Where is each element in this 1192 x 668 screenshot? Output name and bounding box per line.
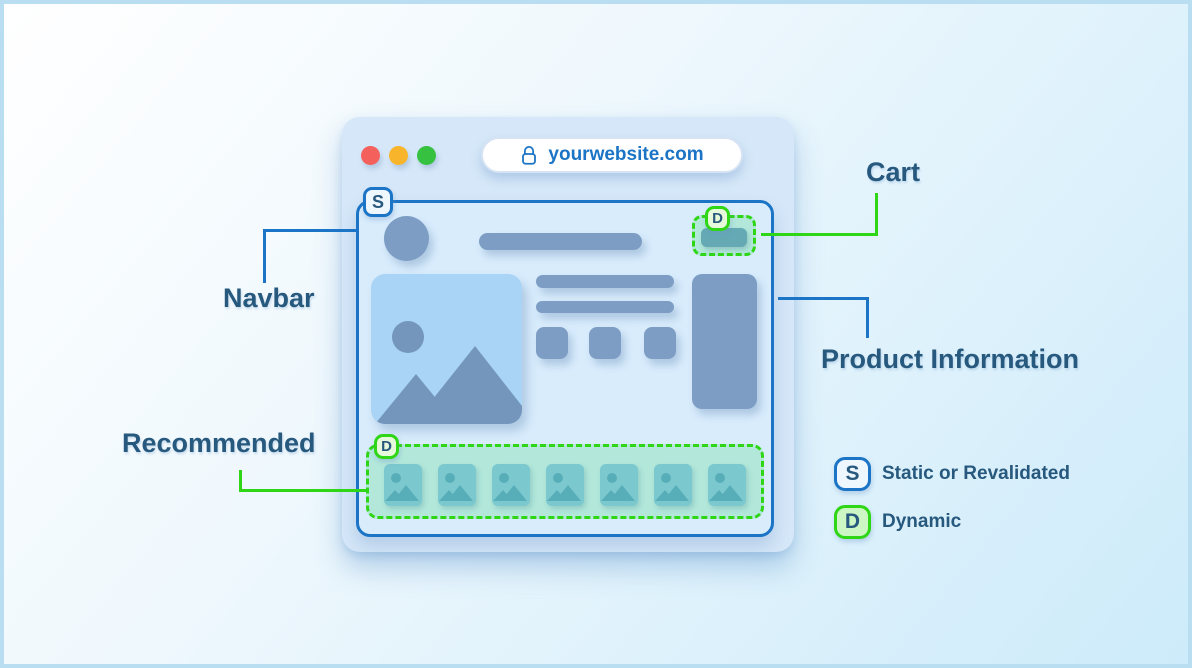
thumbnail-placeholder [536, 327, 568, 359]
dynamic-legend-badge: D [834, 505, 871, 539]
image-placeholder-icon [493, 473, 527, 501]
product-information-callout-label: Product Information [821, 344, 1079, 374]
navbar-placeholder [479, 233, 642, 250]
minimize-window-icon [389, 146, 408, 165]
cart-connector-line [761, 233, 878, 236]
text-line-placeholder [536, 301, 674, 313]
recommended-item-placeholder [384, 464, 422, 506]
cart-button-placeholder [701, 228, 747, 247]
recommended-callout-label: Recommended [122, 428, 316, 458]
static-region-badge: S [363, 187, 393, 217]
thumbnail-placeholder [589, 327, 621, 359]
recommended-item-placeholder [492, 464, 530, 506]
navbar-connector-line [263, 229, 266, 283]
product-info-connector-line [866, 297, 869, 338]
static-legend-badge: S [834, 457, 871, 491]
recommended-dynamic-badge: D [374, 434, 399, 459]
cart-callout-label: Cart [866, 157, 921, 187]
recommended-item-placeholder [600, 464, 638, 506]
recommended-item-placeholder [438, 464, 476, 506]
image-placeholder-icon [655, 473, 689, 501]
product-info-connector-line [778, 297, 869, 300]
recommended-item-placeholder [708, 464, 746, 506]
product-image-placeholder [371, 274, 522, 424]
browser-window: yourwebsite.com D [342, 117, 794, 552]
lock-icon [520, 145, 538, 166]
legend: S Static or Revalidated D Dynamic [834, 457, 1070, 553]
navbar-connector-line [263, 229, 356, 232]
recommended-connector-line [239, 470, 242, 492]
text-line-placeholder [536, 275, 674, 288]
thumbnail-placeholder [644, 327, 676, 359]
cart-dynamic-badge: D [705, 206, 730, 231]
dynamic-legend-label: Dynamic [882, 511, 962, 532]
recommended-item-placeholder [546, 464, 584, 506]
maximize-window-icon [417, 146, 436, 165]
address-bar: yourwebsite.com [481, 137, 743, 173]
static-page-region: D [356, 200, 774, 537]
cart-connector-line [875, 193, 878, 236]
image-placeholder-icon [601, 473, 635, 501]
close-window-icon [361, 146, 380, 165]
static-legend-label: Static or Revalidated [882, 463, 1070, 484]
window-controls [361, 146, 436, 165]
image-placeholder-icon [385, 473, 419, 501]
image-placeholder-icon [547, 473, 581, 501]
avatar [384, 216, 429, 261]
image-placeholder-icon [439, 473, 473, 501]
legend-item-static: S Static or Revalidated [834, 457, 1070, 491]
url-text: yourwebsite.com [548, 144, 704, 165]
recommended-connector-line [239, 489, 369, 492]
recommended-dynamic-region [366, 444, 764, 519]
recommended-item-placeholder [654, 464, 692, 506]
legend-item-dynamic: D Dynamic [834, 505, 1070, 539]
image-placeholder-icon [375, 321, 522, 424]
image-placeholder-icon [709, 473, 743, 501]
navbar-callout-label: Navbar [223, 283, 315, 313]
product-info-panel-placeholder [692, 274, 757, 409]
